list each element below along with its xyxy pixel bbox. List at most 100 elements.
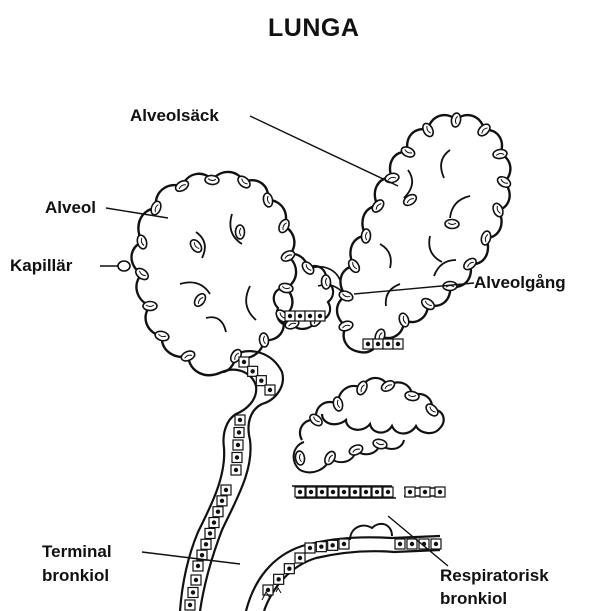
- epithelial-cell: [295, 487, 305, 497]
- label-respiratorisk-line2: bronkiol: [440, 589, 507, 609]
- epithelial-cell: [233, 440, 243, 450]
- capillaries: [134, 112, 513, 466]
- capillary-icon: [420, 296, 437, 311]
- label-terminal-line2: bronkiol: [42, 566, 109, 586]
- respiratory-bronchiole-outline: [300, 378, 444, 440]
- epithelial-cell: [339, 539, 349, 549]
- epithelial-cell: [405, 487, 415, 497]
- capillary-icon: [192, 292, 208, 309]
- epithelial-cell: [274, 574, 284, 584]
- epithelial-cell: [407, 539, 417, 549]
- capillary-icon: [445, 219, 459, 229]
- capillary-icon: [346, 258, 361, 275]
- capillary-icon: [235, 225, 244, 239]
- epithelial-cell: [328, 487, 338, 497]
- epithelial-cell: [350, 487, 360, 497]
- capillary-icon: [400, 145, 416, 159]
- epithelial-cell: [193, 561, 203, 571]
- epithelial-cell: [295, 553, 305, 563]
- epithelial-cell: [328, 540, 338, 550]
- capillary-icon: [462, 256, 479, 272]
- capillary-icon: [149, 200, 162, 216]
- epithelial-cell: [235, 415, 245, 425]
- epithelial-cell: [383, 339, 393, 349]
- epithelial-cell: [213, 507, 223, 517]
- capillary-icon: [424, 402, 440, 418]
- label-alveolgang: Alveolgång: [474, 273, 566, 293]
- capillary-icon: [404, 391, 419, 402]
- epithelial-cell: [239, 357, 249, 367]
- epithelial-cell: [285, 311, 295, 321]
- capillary-icon: [321, 275, 331, 289]
- epithelial-cell: [256, 376, 266, 386]
- epithelial-cell: [315, 311, 325, 321]
- capillary-icon: [450, 112, 461, 127]
- capillary-icon: [143, 302, 157, 311]
- capillary-icon: [277, 218, 291, 235]
- capillary-icon: [480, 230, 492, 246]
- capillary-icon: [295, 450, 306, 465]
- epithelial-cell: [305, 543, 315, 553]
- kapillar-marker-icon: [118, 261, 130, 271]
- capillary-icon: [491, 202, 505, 218]
- capillary-icon: [355, 380, 369, 396]
- epithelial-cell: [188, 588, 198, 598]
- epithelial-cell: [295, 311, 305, 321]
- label-kapillar: Kapillär: [10, 256, 72, 276]
- capillary-icon: [174, 178, 191, 193]
- epithelial-cell: [234, 428, 244, 438]
- epithelial-cell: [316, 542, 326, 552]
- capillary-icon: [300, 260, 316, 277]
- capillary-icon: [332, 396, 344, 412]
- capillary-icon: [370, 198, 386, 214]
- capillary-icon: [402, 192, 419, 207]
- epithelial-cell: [205, 528, 215, 538]
- epithelial-cell: [231, 465, 241, 475]
- epithelial-cell: [317, 487, 327, 497]
- capillary-icon: [361, 229, 371, 244]
- epithelial-cell: [420, 487, 430, 497]
- epithelial-cell: [284, 564, 294, 574]
- epithelial-cell: [185, 600, 195, 610]
- epithelial-cell: [217, 496, 227, 506]
- capillary-icon: [380, 379, 397, 394]
- epithelial-cell: [201, 539, 211, 549]
- capillary-icon: [154, 330, 170, 342]
- epithelial-cell: [383, 487, 393, 497]
- capillary-icon: [136, 234, 149, 250]
- leader-alveolsack: [250, 116, 398, 186]
- capillary-icon: [205, 175, 220, 185]
- epithelial-cell: [419, 539, 429, 549]
- label-alveolsack: Alveolsäck: [130, 106, 219, 126]
- capillary-icon: [323, 450, 338, 467]
- epithelial-cell: [306, 487, 316, 497]
- label-respiratorisk-line1: Respiratorisk: [440, 566, 549, 586]
- epithelial-cell: [361, 487, 371, 497]
- epithelial-cell: [305, 311, 315, 321]
- epithelial-cell: [191, 575, 201, 585]
- label-alveol: Alveol: [45, 198, 96, 218]
- epithelial-cell: [232, 453, 242, 463]
- epithelial-cell: [209, 518, 219, 528]
- epithelial-cell: [393, 339, 403, 349]
- label-terminal-line1: Terminal: [42, 542, 112, 562]
- capillary-icon: [398, 312, 411, 328]
- capillary-icon: [348, 443, 364, 457]
- capillary-icon: [384, 172, 400, 184]
- capillary-icon: [421, 122, 436, 139]
- capillary-icon: [180, 349, 196, 363]
- capillary-icon: [372, 438, 388, 450]
- capillary-icon: [476, 122, 492, 138]
- epithelial-cell: [373, 339, 383, 349]
- epithelial-cell: [372, 487, 382, 497]
- capillary-icon: [262, 192, 274, 207]
- epithelial-cell: [395, 539, 405, 549]
- epithelial-cell: [248, 366, 258, 376]
- epithelial-cell: [363, 339, 373, 349]
- epithelial-cell: [263, 585, 273, 595]
- epithelial-cell: [435, 487, 445, 497]
- epithelial-cell: [339, 487, 349, 497]
- epithelial-cell: [265, 385, 275, 395]
